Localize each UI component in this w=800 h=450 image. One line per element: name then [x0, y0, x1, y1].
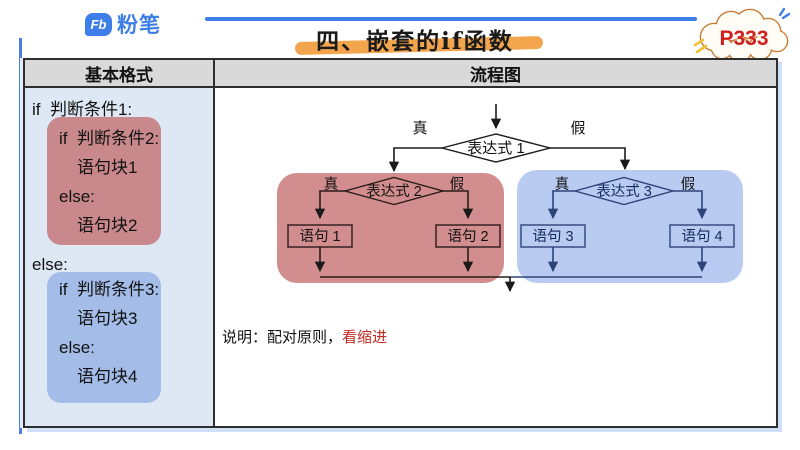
flow-true-label-1: 真 — [412, 119, 427, 137]
code-line-else: else: — [32, 255, 68, 274]
note-text: 说明：配对原则， — [222, 329, 343, 346]
flow-diamond-2-label: 表达式 2 — [366, 183, 422, 200]
code-line: else: — [59, 187, 95, 206]
code-line: if 判断条件3: — [59, 280, 160, 299]
header-divider-line — [205, 17, 697, 21]
flow-diamond-1-label: 表达式 1 — [467, 140, 525, 157]
flow-branch-true-2 — [314, 190, 345, 220]
slide-title-text: 四、嵌套的if函数 — [316, 28, 514, 55]
flow-stmt-2-label: 语句 2 — [447, 228, 488, 245]
flow-branch-true-1 — [388, 147, 442, 173]
code-line: if 判断条件2: — [59, 129, 160, 148]
slide-title: 四、嵌套的if函数 — [260, 22, 570, 56]
note-highlight-text: 看缩进 — [342, 329, 388, 346]
fenbi-logo-icon: Fb — [85, 12, 112, 36]
code-line: 语句块4 — [77, 367, 138, 386]
left-accent-line — [19, 38, 22, 434]
flow-region-false — [517, 170, 743, 283]
page-badge-cloud: P333 — [693, 7, 791, 62]
flow-diamond-3-label: 表达式 3 — [596, 183, 652, 200]
nested-if-block-red: if 判断条件2: 语句块1 else: 语句块2 — [47, 117, 161, 245]
col-header-basic-format: 基本格式 — [25, 60, 215, 86]
flow-branch-false-2 — [443, 190, 474, 220]
content-table: 基本格式 流程图 if 判断条件1: if 判断条件2: 语句块1 else: … — [23, 58, 778, 428]
page-badge-text: P333 — [719, 27, 768, 50]
flow-false-label-2: 假 — [450, 176, 465, 193]
code-line-if1: if 判断条件1: — [32, 100, 133, 119]
fenbi-logo: Fb 粉笔 — [85, 9, 161, 39]
cloud-fill — [701, 10, 787, 61]
flow-branch-true-3 — [547, 190, 575, 220]
note-line: 说明：配对原则，看缩进 — [222, 326, 387, 347]
flow-stmt-4-label: 语句 4 — [681, 228, 722, 245]
table-header-row: 基本格式 流程图 — [25, 60, 776, 88]
flow-stmt-1-label: 语句 1 — [299, 228, 340, 245]
code-panel: if 判断条件1: if 判断条件2: 语句块1 else: 语句块2 else… — [25, 88, 215, 426]
flow-region-true — [277, 173, 504, 283]
code-line: 语句块3 — [77, 309, 138, 328]
flow-false-label-3: 假 — [681, 176, 696, 193]
code-line: 语句块2 — [77, 216, 138, 235]
flow-stmt-3-label: 语句 3 — [532, 228, 573, 245]
sparkle-blue-icon — [778, 7, 791, 20]
logo-brand-text: 粉笔 — [117, 14, 161, 37]
nested-if-block-blue: if 判断条件3: 语句块3 else: 语句块4 — [47, 272, 161, 403]
sparkle-yellow-icon — [693, 38, 708, 54]
code-line: 语句块1 — [77, 158, 138, 177]
col-header-flowchart: 流程图 — [470, 65, 521, 85]
flowchart-svg: 表达式 1 真 假 表达式 2 真 假 语句 1 语句 2 表达式 3 真 假 … — [277, 104, 743, 293]
flow-true-label-2: 真 — [324, 175, 339, 193]
flow-branch-false-3 — [673, 190, 708, 220]
flow-branch-false-1 — [550, 147, 631, 171]
flow-true-label-3: 真 — [555, 175, 570, 193]
flow-false-label-1: 假 — [570, 120, 585, 137]
code-line: else: — [59, 338, 95, 357]
